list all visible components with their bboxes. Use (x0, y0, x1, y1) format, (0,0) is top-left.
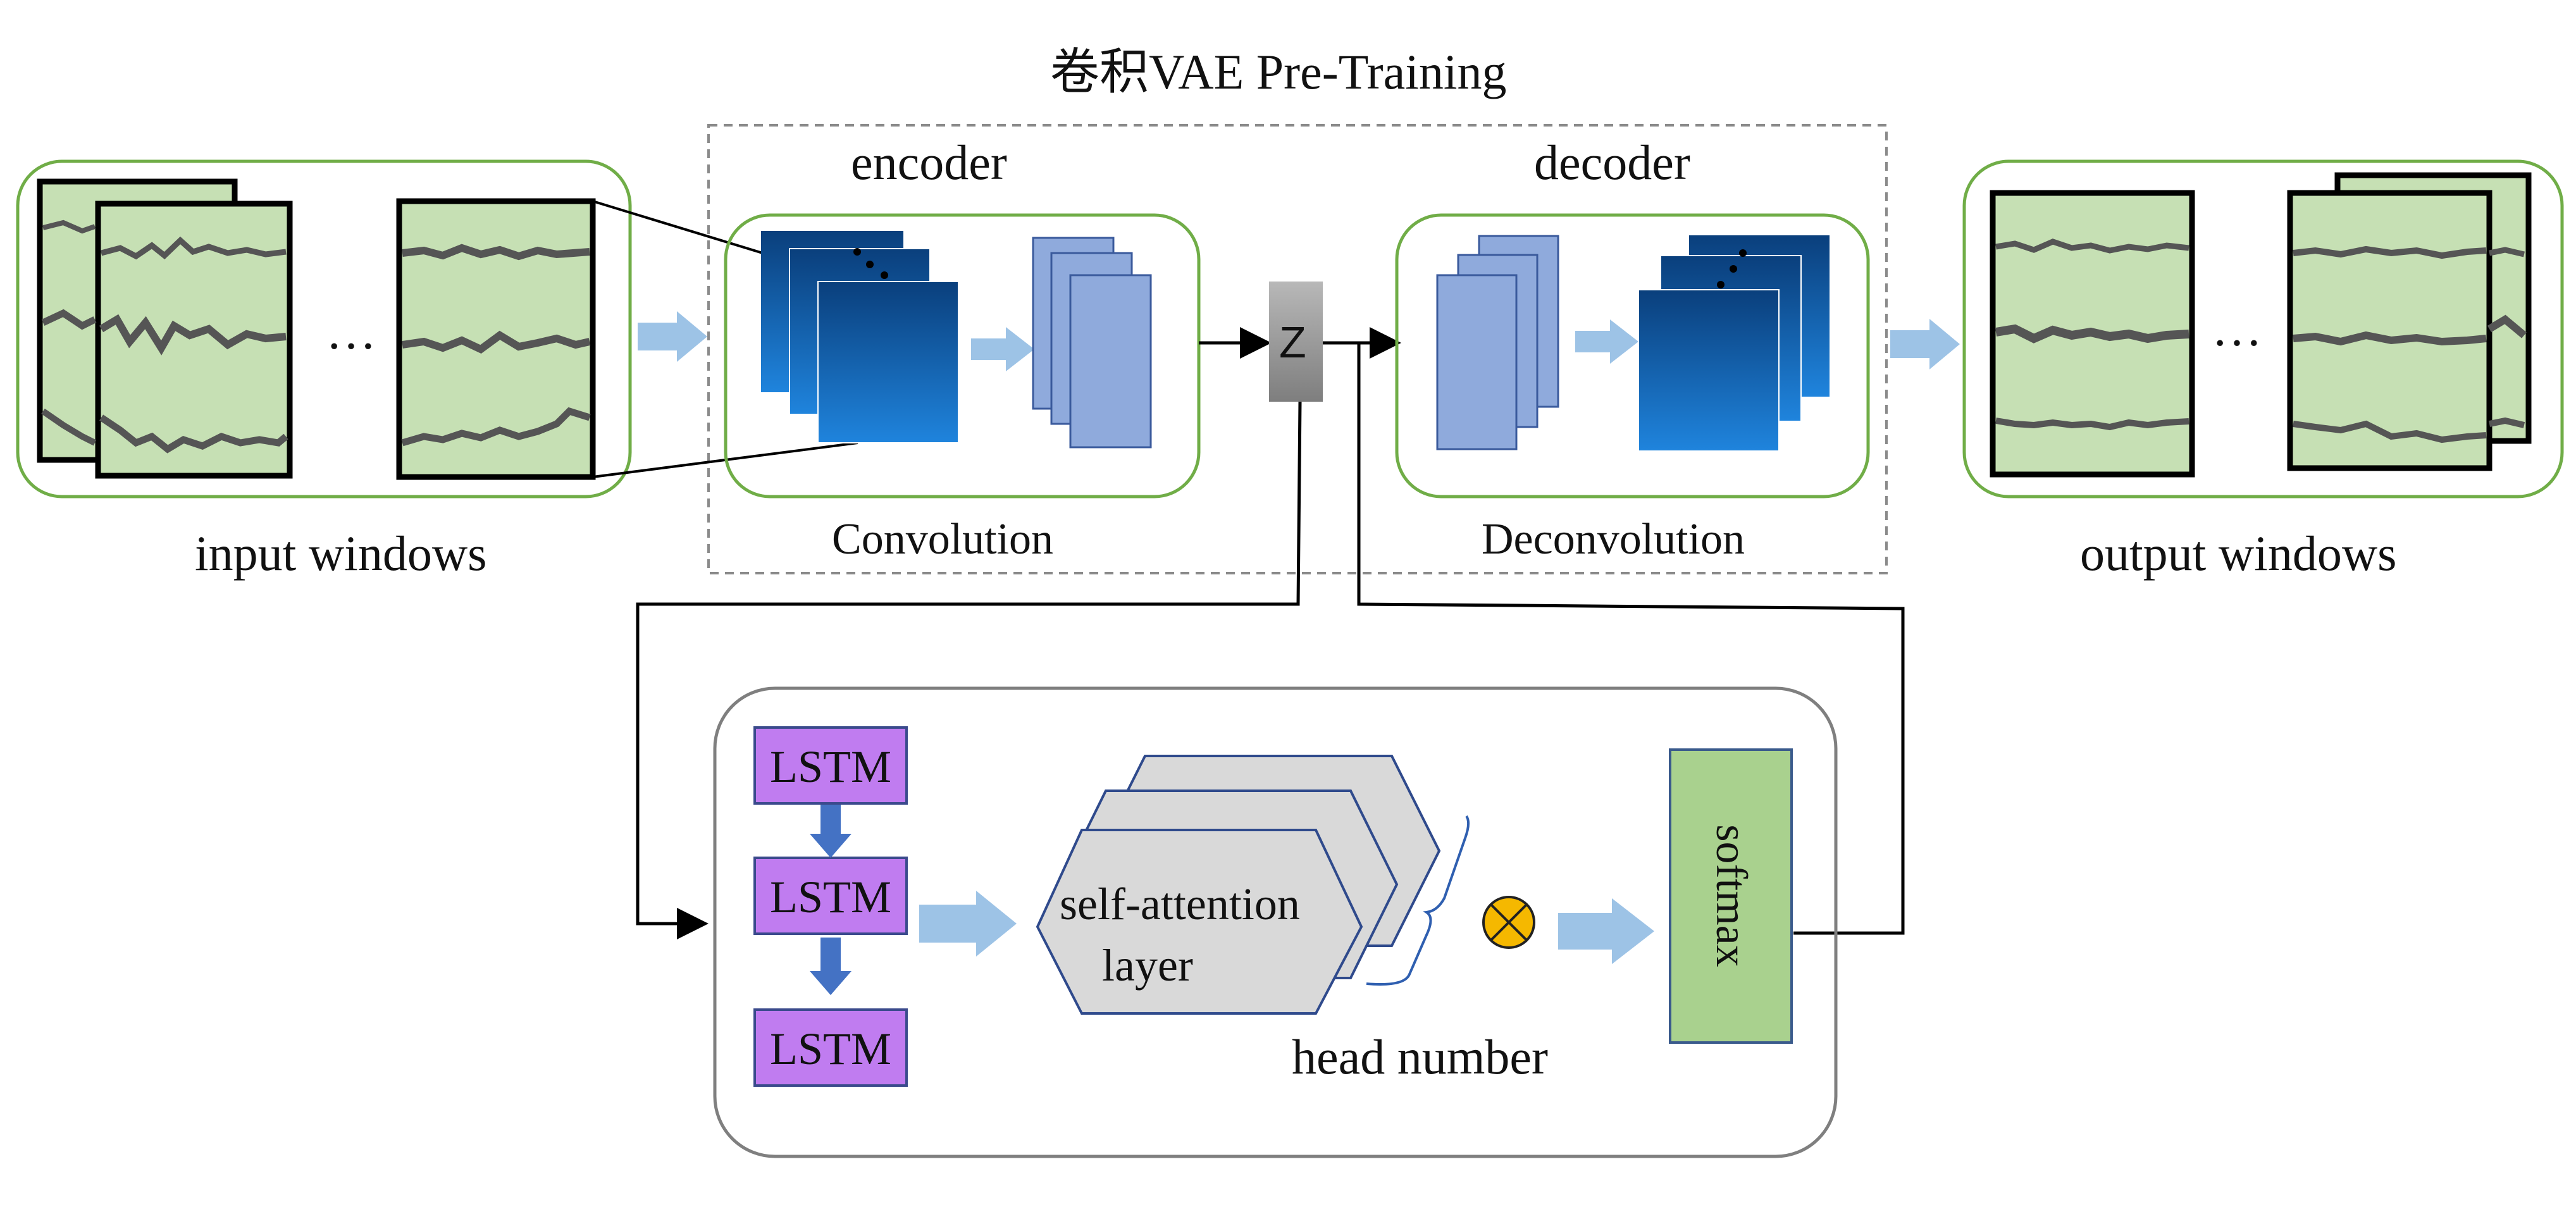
output-window-last (2287, 190, 2492, 471)
lstm-box-2 (753, 857, 908, 935)
lstm-label-2: LSTM (769, 872, 892, 922)
softmax-label: softmax (1707, 824, 1756, 967)
decoder-label: decoder (1534, 135, 1690, 190)
decoder-input-maps (1436, 235, 1559, 450)
output-windows-group (1962, 159, 2564, 498)
output-windows-label: output windows (2080, 526, 2397, 581)
flow-arrow-decoder-internal (1575, 319, 1638, 364)
latent-z-box (1269, 282, 1323, 402)
encoder-box (724, 213, 1201, 498)
latent-z-label: Z (1279, 318, 1306, 367)
softmax-box (1669, 748, 1793, 1044)
head-number-brace (1366, 815, 1470, 986)
flow-arrow-decoder-to-output (1890, 319, 1960, 369)
decoder-box (1395, 213, 1870, 498)
connector-z-to-attention (636, 401, 1302, 939)
input-ellipsis: … (326, 304, 376, 360)
diagram-title: 卷积VAE Pre-Training (1050, 44, 1507, 99)
head-number-label: head number (1292, 1029, 1549, 1084)
self-attention-label-line1: self-attention (1060, 879, 1300, 929)
lstm-down-arrow-1 (810, 805, 851, 858)
encoder-output-maps (1032, 237, 1152, 449)
deconvolution-label: Deconvolution (1482, 515, 1745, 564)
flow-arrow-to-softmax (1558, 898, 1654, 964)
lstm-box-1 (753, 726, 908, 805)
lstm-label-1: LSTM (769, 741, 892, 792)
input-windows-group (16, 159, 632, 498)
self-attention-label-line2: layer (1102, 940, 1193, 991)
flow-arrow-lstm-to-attention (919, 891, 1017, 957)
lstm-label-3: LSTM (769, 1024, 892, 1074)
output-ellipsis: … (2212, 301, 2262, 357)
flow-arrow-encoder-internal (971, 327, 1034, 371)
attention-module-box (713, 686, 1838, 1158)
lstm-down-arrow-2 (810, 938, 851, 995)
encoder-feature-maps (761, 231, 959, 443)
attention-head-front (1036, 829, 1363, 1015)
multiply-icon (1482, 896, 1535, 949)
input-windows-label: input windows (195, 526, 487, 581)
convolution-label: Convolution (832, 515, 1054, 564)
connector-softmax-to-z (1357, 343, 1905, 935)
lstm-box-3 (753, 1008, 908, 1087)
encoder-label: encoder (851, 135, 1007, 190)
vae-pretraining-frame (707, 124, 1888, 574)
flow-arrow-input-to-encoder (638, 311, 707, 362)
decoder-feature-maps (1638, 235, 1830, 452)
